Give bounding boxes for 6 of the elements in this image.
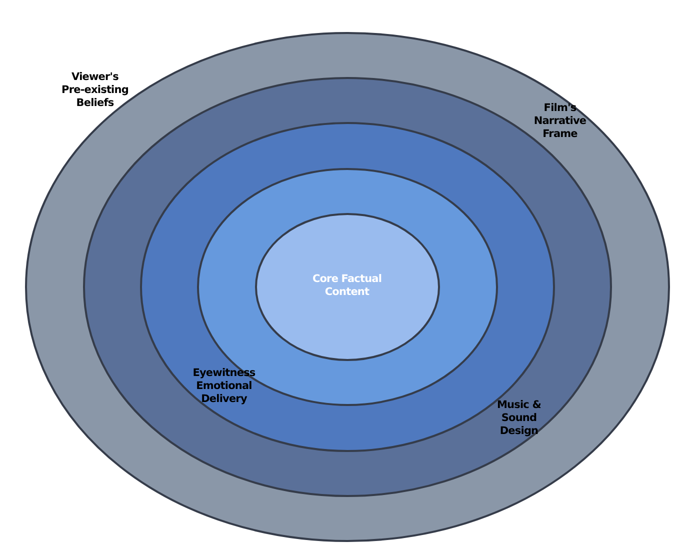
ring-label: Film's Narrative Frame	[532, 102, 588, 140]
ring-label: Core Factual Content	[311, 273, 383, 299]
ellipse-ring	[25, 32, 670, 542]
ring-label: Viewer's Pre-existing Beliefs	[60, 70, 130, 110]
ellipse-ring	[255, 213, 440, 361]
ring-label: Music & Sound Design	[496, 398, 542, 438]
